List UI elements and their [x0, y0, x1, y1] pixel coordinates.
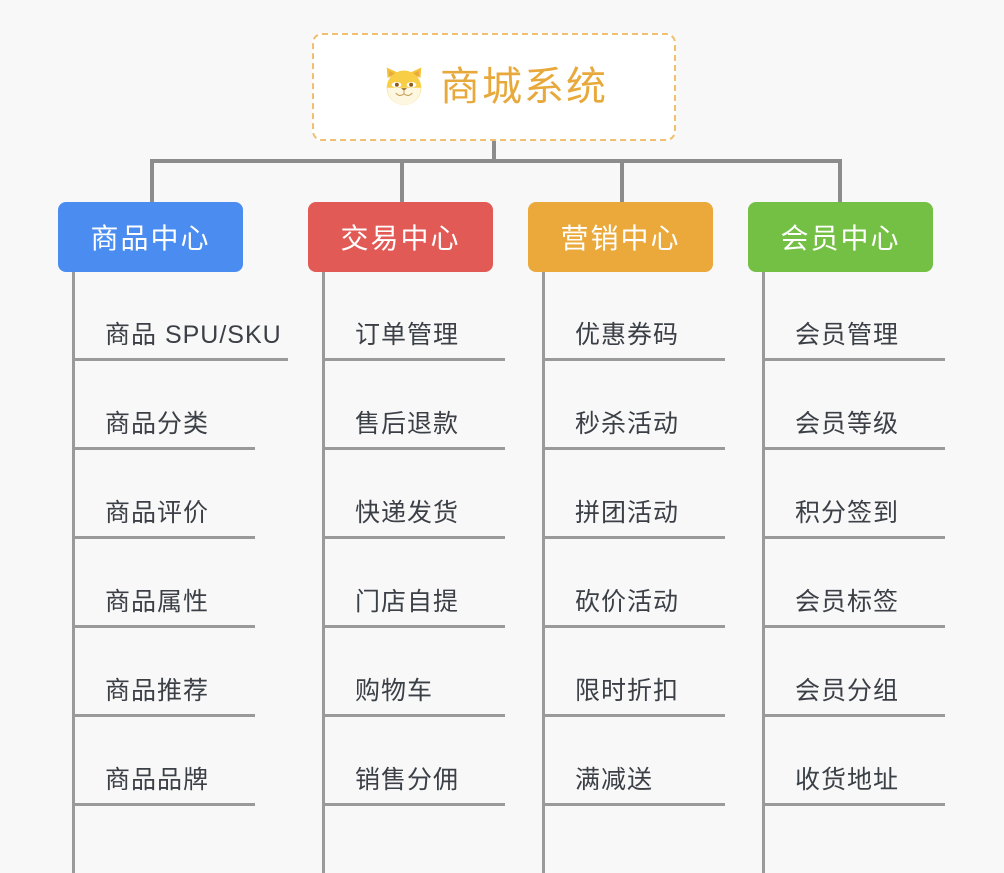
branch-header-label: 会员中心: [780, 223, 901, 254]
connector-drop-1: [150, 159, 154, 204]
leaf-label: 快递发货: [355, 499, 460, 527]
leaf-label: 销售分佣: [355, 766, 460, 794]
branch-column-3: 会员中心 会员管理 会员等级 积分签到 会员标签 会员分组 收货地址: [748, 202, 978, 873]
branch-header-0[interactable]: 商品中心: [58, 202, 243, 272]
leaf-item[interactable]: 商品推荐: [72, 628, 288, 717]
leaf-item[interactable]: 秒杀活动: [542, 361, 758, 450]
leaf-item[interactable]: 限时折扣: [542, 628, 758, 717]
leaf-item[interactable]: 商品分类: [72, 361, 288, 450]
leaf-item[interactable]: 购物车: [322, 628, 538, 717]
branch-column-0: 商品中心 商品 SPU/SKU 商品分类 商品评价 商品属性 商品推荐 商品品牌: [58, 202, 288, 873]
leaf-list-3: 会员管理 会员等级 积分签到 会员标签 会员分组 收货地址: [748, 272, 978, 873]
leaf-label: 优惠券码: [575, 321, 680, 349]
trunk-line-1: [322, 272, 325, 873]
leaf-label: 商品属性: [105, 588, 210, 616]
root-node[interactable]: 商城系统: [312, 33, 676, 141]
branch-header-label: 商品中心: [90, 223, 211, 254]
leaf-item[interactable]: 商品品牌: [72, 717, 288, 806]
leaf-item[interactable]: 门店自提: [322, 539, 538, 628]
leaf-label: 会员管理: [795, 321, 900, 349]
leaf-label: 满减送: [575, 766, 654, 794]
leaf-label: 商品品牌: [105, 766, 210, 794]
branch-header-1[interactable]: 交易中心: [308, 202, 493, 272]
leaf-label: 积分签到: [795, 499, 900, 527]
leaf-list-0: 商品 SPU/SKU 商品分类 商品评价 商品属性 商品推荐 商品品牌: [58, 272, 288, 873]
leaf-label: 商品评价: [105, 499, 210, 527]
leaf-item[interactable]: 商品属性: [72, 539, 288, 628]
leaf-label: 拼团活动: [575, 499, 680, 527]
leaf-item[interactable]: 拼团活动: [542, 450, 758, 539]
branch-column-1: 交易中心 订单管理 售后退款 快递发货 门店自提 购物车 销售分佣: [308, 202, 538, 873]
trunk-line-2: [542, 272, 545, 873]
leaf-item[interactable]: 积分签到: [762, 450, 978, 539]
leaf-label: 门店自提: [355, 588, 460, 616]
leaf-item[interactable]: 商品 SPU/SKU: [72, 272, 288, 361]
leaf-list-1: 订单管理 售后退款 快递发货 门店自提 购物车 销售分佣: [308, 272, 538, 873]
leaf-item[interactable]: 会员标签: [762, 539, 978, 628]
leaf-list-2: 优惠券码 秒杀活动 拼团活动 砍价活动 限时折扣 满减送: [528, 272, 758, 873]
leaf-label: 秒杀活动: [575, 410, 680, 438]
connector-drop-4: [838, 159, 842, 204]
leaf-item[interactable]: 满减送: [542, 717, 758, 806]
leaf-label: 购物车: [355, 677, 434, 705]
connector-drop-2: [400, 159, 404, 204]
leaf-label: 会员标签: [795, 588, 900, 616]
branch-header-label: 交易中心: [340, 223, 461, 254]
trunk-line-3: [762, 272, 765, 873]
leaf-item[interactable]: 优惠券码: [542, 272, 758, 361]
branch-header-label: 营销中心: [560, 223, 681, 254]
leaf-item[interactable]: 订单管理: [322, 272, 538, 361]
leaf-item[interactable]: 快递发货: [322, 450, 538, 539]
leaf-label: 砍价活动: [575, 588, 680, 616]
leaf-label: 商品 SPU/SKU: [105, 321, 282, 349]
root-title: 商城系统: [440, 65, 608, 109]
leaf-item[interactable]: 会员分组: [762, 628, 978, 717]
branch-header-2[interactable]: 营销中心: [528, 202, 713, 272]
branch-column-2: 营销中心 优惠券码 秒杀活动 拼团活动 砍价活动 限时折扣 满减送: [528, 202, 758, 873]
leaf-label: 售后退款: [355, 410, 460, 438]
leaf-item[interactable]: 销售分佣: [322, 717, 538, 806]
trunk-line-0: [72, 272, 75, 873]
leaf-item[interactable]: 收货地址: [762, 717, 978, 806]
branch-header-3[interactable]: 会员中心: [748, 202, 933, 272]
org-chart-canvas: 商城系统 商品中心 商品 SPU/SKU 商品分类 商品评价 商品属性 商品推荐…: [58, 33, 978, 873]
leaf-item[interactable]: 售后退款: [322, 361, 538, 450]
shiba-dog-icon: [380, 63, 428, 111]
leaf-label: 商品分类: [105, 410, 210, 438]
leaf-label: 收货地址: [795, 766, 900, 794]
connector-root-stem: [492, 141, 496, 163]
leaf-item[interactable]: 会员管理: [762, 272, 978, 361]
leaf-label: 订单管理: [355, 321, 460, 349]
connector-drop-3: [620, 159, 624, 204]
leaf-label: 会员分组: [795, 677, 900, 705]
leaf-item[interactable]: 会员等级: [762, 361, 978, 450]
leaf-label: 会员等级: [795, 410, 900, 438]
leaf-label: 商品推荐: [105, 677, 210, 705]
leaf-item[interactable]: 商品评价: [72, 450, 288, 539]
connector-horizontal-bus: [150, 159, 842, 163]
leaf-label: 限时折扣: [575, 677, 680, 705]
leaf-item[interactable]: 砍价活动: [542, 539, 758, 628]
